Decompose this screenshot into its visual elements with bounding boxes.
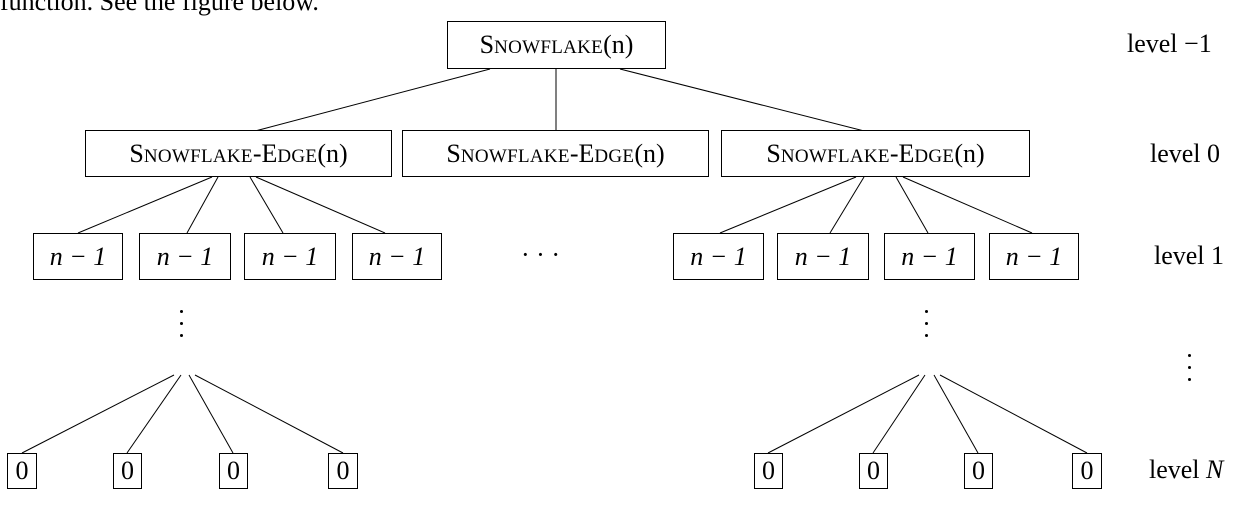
leaf-node: 0 [113,453,142,489]
child-node: n − 1 [884,233,975,280]
root-node: SNOWFLAKE(n) [447,21,666,69]
edge-leftleaf-1 [21,374,175,454]
leaf-node: 0 [859,453,888,489]
leaf-node: 0 [1072,453,1102,489]
edge-rightleaf-2 [872,374,926,454]
edge-node-text: DGE [277,145,318,167]
edge-right-c4 [902,176,1033,234]
level-label-1: level 1 [1154,241,1225,270]
child-node: n − 1 [673,233,764,280]
child-node: n − 1 [244,233,336,280]
vertical-ellipsis-left [180,310,184,340]
vertical-ellipsis-levels [1188,354,1192,384]
edge-node-text: NOWFLAKE [460,145,570,167]
edge-node-left: SNOWFLAKE-EDGE(n) [85,130,392,177]
edge-node-right: SNOWFLAKE-EDGE(n) [721,130,1030,177]
edge-rightleaf-4 [939,374,1088,454]
edge-node-text: - [252,138,262,168]
edge-node-text: S [129,138,144,168]
edge-leftleaf-3 [188,374,234,454]
edge-right-c3 [895,176,929,234]
level-label-0: level 0 [1150,139,1221,168]
edge-node-text: S [446,138,461,168]
edge-root-left [239,68,491,136]
leaf-node: 0 [964,453,993,489]
edge-left-c4 [255,176,386,234]
leaf-node: 0 [7,453,37,489]
child-node: n − 1 [989,233,1079,280]
intro-text: function. See the figure below. [0,0,319,16]
edge-root-right [619,68,881,136]
edge-leftleaf-2 [126,374,182,454]
edge-node-text: S [766,138,781,168]
edge-node-arg: (n) [954,138,985,168]
edge-rightleaf-1 [767,374,920,454]
child-node: n − 1 [139,233,231,280]
root-arg: (n) [603,30,634,59]
leaf-node: 0 [328,453,358,489]
child-node: n − 1 [777,233,869,280]
leaf-node: 0 [219,453,248,489]
vertical-ellipsis-right [925,310,929,340]
root-sc-rest: NOWFLAKE [494,37,604,58]
edge-node-text: NOWFLAKE [143,145,253,167]
edge-node-text: E [578,138,595,168]
edge-leftleaf-4 [194,374,344,454]
edge-right-c2 [829,176,865,234]
level-label-N-word: level [1149,455,1200,484]
edge-rightleaf-3 [933,374,979,454]
edge-node-text: DGE [914,145,955,167]
level-label-minus1: level −1 [1127,29,1212,58]
child-node: n − 1 [352,233,442,280]
edge-node-arg: (n) [317,138,348,168]
leaf-node: 0 [754,453,783,489]
edge-node-arg: (n) [634,138,665,168]
child-node: n − 1 [33,233,123,280]
edge-node-middle: SNOWFLAKE-EDGE(n) [402,130,709,177]
edge-node-text: - [889,138,899,168]
edge-node-text: DGE [594,145,635,167]
level-label-N-var: N [1206,455,1224,484]
edge-left-c1 [77,176,213,234]
edge-node-text: E [261,138,278,168]
horizontal-ellipsis: · · · [521,240,560,269]
level-label-N: level N [1149,455,1223,485]
edge-node-text: - [569,138,579,168]
edge-node-text: E [898,138,915,168]
edge-node-text: NOWFLAKE [780,145,890,167]
edge-right-c1 [719,176,857,234]
root-sc-first: S [479,30,495,59]
edge-left-c2 [186,176,219,234]
edge-left-c3 [249,176,284,234]
